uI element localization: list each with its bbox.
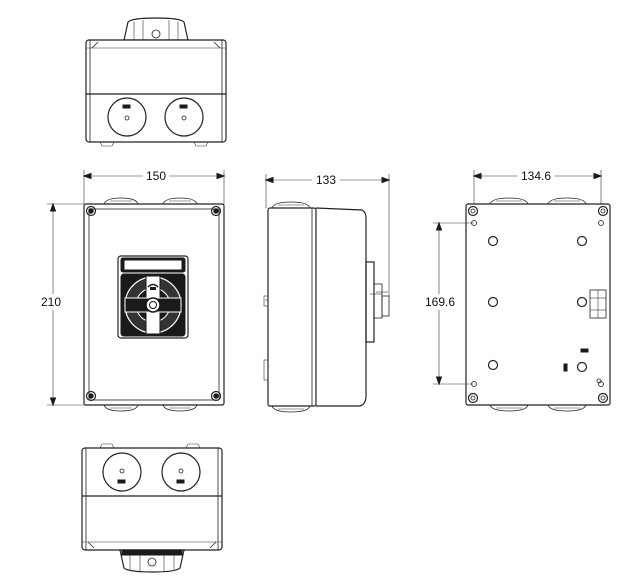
dimension-front-width: 150 xyxy=(82,168,226,204)
dimension-back-width: 134.6 xyxy=(472,168,603,204)
side-view-handle xyxy=(365,261,390,343)
front-view: 150 210 xyxy=(36,168,226,412)
back-hole-spacing-label: 169.6 xyxy=(425,295,455,309)
side-depth-label: 133 xyxy=(316,173,336,187)
dimension-back-hole-spacing: 169.6 xyxy=(418,221,474,386)
dimension-front-height: 210 xyxy=(36,202,84,407)
back-view: 169.6 134.6 xyxy=(418,168,611,412)
rotary-switch-handle xyxy=(117,255,189,339)
mounting-holes xyxy=(471,220,604,387)
front-width-label: 150 xyxy=(146,169,166,183)
top-view xyxy=(85,17,227,147)
bottom-view-handle xyxy=(119,549,185,573)
bottom-view xyxy=(81,443,223,573)
cable-gland-bottom-right xyxy=(161,452,201,492)
cable-gland-right xyxy=(164,97,204,137)
cable-gland-bottom-left xyxy=(102,452,142,492)
cable-gland-left xyxy=(107,97,147,137)
dimension-side-depth: 133 xyxy=(264,172,391,296)
side-view: 133 xyxy=(263,172,391,413)
front-height-label: 210 xyxy=(41,295,61,309)
top-view-handle xyxy=(123,17,189,41)
back-width-label: 134.6 xyxy=(521,169,551,183)
corner-screws xyxy=(85,205,222,402)
